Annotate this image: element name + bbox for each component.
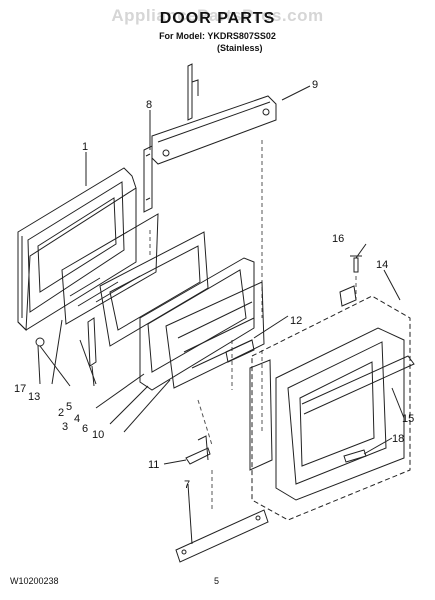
callout-2: 2 (58, 407, 64, 419)
part-18-badge (343, 449, 367, 463)
guide-lines (149, 140, 357, 512)
page-number: 5 (214, 576, 220, 586)
part-16-bracket (339, 285, 357, 307)
callout-18: 18 (392, 433, 404, 445)
callout-14: 14 (376, 259, 388, 271)
part-9-top-vent (151, 63, 277, 165)
callout-15: 15 (402, 413, 414, 425)
callout-12: 12 (290, 315, 302, 327)
callout-7: 7 (184, 479, 190, 491)
part-11-hinge-clip (185, 435, 211, 465)
finish-label: (Stainless) (217, 43, 263, 53)
callout-8: 8 (146, 99, 152, 111)
page-title: DOOR PARTS (159, 10, 276, 27)
callout-3: 3 (62, 421, 68, 433)
callout-9: 9 (312, 79, 318, 91)
part-1-outer-door-panel (17, 167, 137, 332)
part-7-bottom-trim (175, 509, 269, 563)
part-5-spacer (87, 317, 97, 367)
watermark: AppliancePartsPros.com (111, 6, 324, 25)
part-8-hinge-bracket (143, 145, 153, 213)
callout-1: 1 (82, 141, 88, 153)
callout-10: 10 (92, 429, 104, 441)
part-17-clip (35, 337, 45, 347)
callout-17: 17 (14, 383, 26, 395)
callout-4: 4 (74, 413, 80, 425)
leader-lines (37, 85, 405, 545)
model-line: For Model: YKDRS807SS02 (159, 31, 276, 41)
callout-16: 16 (332, 233, 344, 245)
part-10-inner-glass (165, 281, 265, 389)
callout-labels: 1 2 3 4 5 6 7 8 9 10 11 12 13 14 15 16 1… (14, 79, 414, 491)
callout-13: 13 (28, 391, 40, 403)
document-id: W10200238 (10, 576, 59, 586)
callout-6: 6 (82, 423, 88, 435)
part-14-door-assembly-outline (251, 295, 411, 521)
callout-5: 5 (66, 401, 72, 413)
part-3-inner-door-frame (139, 257, 255, 391)
part-12-bracket (225, 339, 255, 363)
part-15-outer-door (249, 327, 415, 501)
callout-11: 11 (148, 459, 159, 471)
part-2-inner-frame (99, 231, 209, 347)
part-16-screw (350, 255, 362, 273)
